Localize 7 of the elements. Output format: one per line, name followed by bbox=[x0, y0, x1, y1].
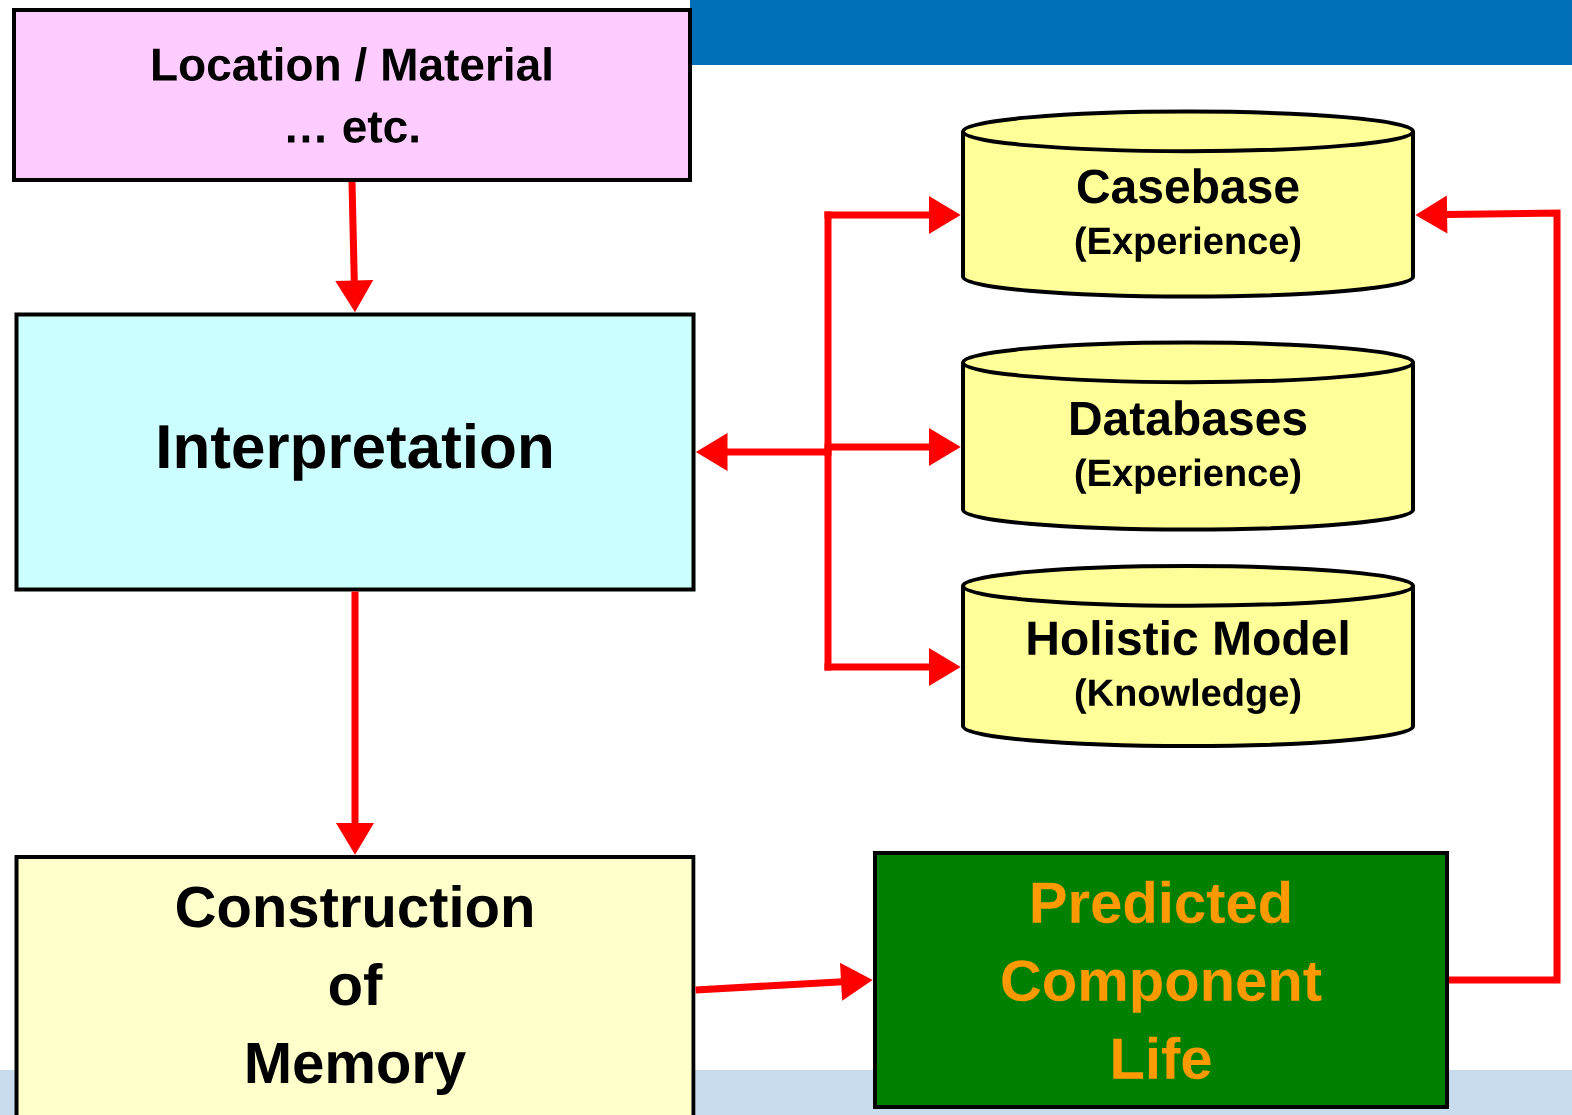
database-cylinder: Casebase (Experience) bbox=[961, 109, 1415, 299]
process-box: Construction of Memory bbox=[14, 855, 696, 1115]
database-cylinder: Databases (Experience) bbox=[961, 340, 1415, 532]
process-box: Interpretation bbox=[14, 312, 696, 592]
database-cylinder: Holistic Model (Knowledge) bbox=[961, 564, 1415, 749]
input-box: Location / Material … etc. bbox=[12, 8, 692, 182]
result-box: Predicted Component Life bbox=[873, 851, 1449, 1109]
